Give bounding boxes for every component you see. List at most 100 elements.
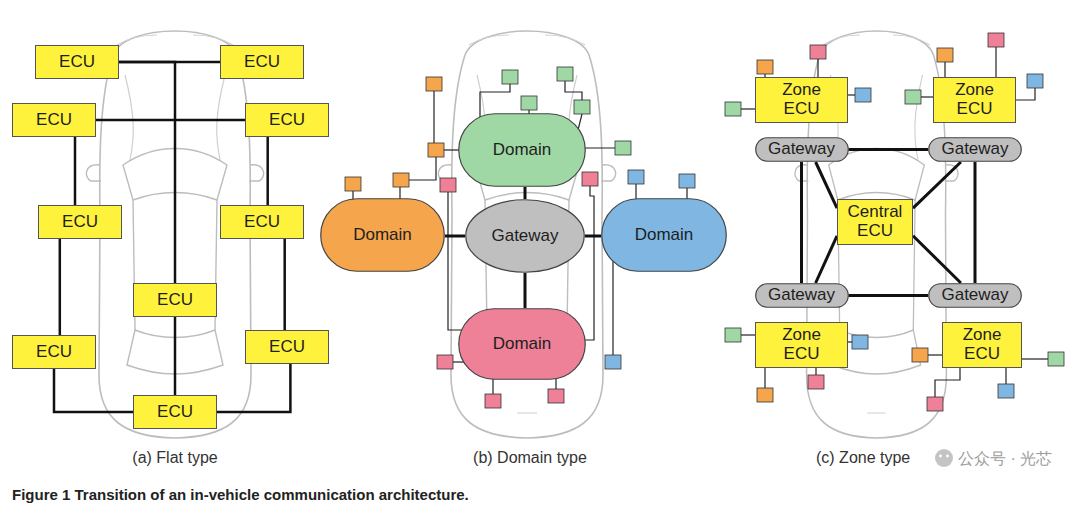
device-square: [548, 389, 564, 403]
device-square: [428, 143, 444, 157]
gateway-ellipse: Gateway: [465, 199, 585, 273]
domain-pill: Domain: [601, 198, 727, 272]
node-label: Zone ECU: [776, 81, 828, 118]
signal-wire: [409, 157, 436, 180]
pill-outline: [459, 114, 586, 187]
node-label: Gateway: [941, 286, 1008, 305]
device-square: [988, 33, 1004, 47]
node-label: ECU: [157, 291, 193, 310]
bus-line: [816, 162, 837, 208]
ecu-box: ECU: [245, 330, 329, 364]
gateway-pill: Gateway: [928, 137, 1022, 162]
text-stack: Gateway: [768, 286, 835, 305]
node-label: Gateway: [941, 140, 1008, 159]
zone-ecu-box: Zone ECU: [755, 322, 848, 368]
pill-outline: [459, 309, 586, 380]
text-stack: ECU: [36, 343, 72, 362]
pill-outline: [321, 199, 445, 272]
node-label: Domain: [353, 226, 412, 245]
node-label: ECU: [62, 213, 98, 232]
node-label: ECU: [36, 343, 72, 362]
text-stack: ECU: [244, 53, 280, 72]
subfigure-label: (b) Domain type: [473, 449, 587, 467]
device-square: [725, 328, 741, 342]
device-square: [615, 141, 631, 155]
text-stack: Central ECU: [844, 203, 906, 240]
bus-line: [816, 236, 837, 283]
node-label: Central ECU: [844, 203, 906, 240]
ecu-box: ECU: [35, 45, 119, 79]
watermark-icon: [935, 449, 953, 467]
text-stack: ECU: [244, 213, 280, 232]
node-label: Domain: [493, 335, 552, 354]
ecu-box: ECU: [12, 335, 96, 369]
device-square: [426, 77, 442, 91]
device-square: [440, 178, 456, 192]
device-square: [927, 397, 943, 411]
signal-wire: [612, 255, 613, 355]
bus-line: [283, 239, 286, 330]
device-square: [557, 67, 573, 81]
figure-caption: Figure 1 Transition of an in-vehicle com…: [12, 486, 469, 503]
node-label: Gateway: [768, 140, 835, 159]
device-square: [855, 88, 871, 102]
signal-wire: [448, 192, 475, 330]
device-square: [393, 173, 409, 187]
text-stack: Domain: [353, 226, 412, 245]
node-label: ECU: [244, 53, 280, 72]
device-square: [605, 355, 621, 369]
device-square: [808, 375, 824, 389]
signal-wire: [433, 91, 434, 143]
ecu-box: ECU: [133, 395, 217, 429]
device-square: [521, 96, 537, 110]
bus-line: [266, 137, 269, 205]
text-stack: ECU: [59, 53, 95, 72]
gateway-pill: Gateway: [755, 283, 849, 308]
device-square: [810, 45, 826, 59]
device-square: [485, 394, 501, 408]
node-label: ECU: [269, 111, 305, 130]
text-stack: Zone ECU: [776, 326, 828, 363]
bus-line: [524, 273, 527, 308]
device-square: [628, 170, 644, 184]
zone-ecu-box: Zone ECU: [933, 77, 1016, 123]
watermark-icon: [939, 455, 942, 458]
ecu-box: ECU: [220, 205, 304, 239]
device-square: [757, 388, 773, 402]
zone-ecu-box: Zone ECU: [942, 322, 1022, 368]
central-ecu-box: Central ECU: [837, 199, 913, 245]
pill-outline: [929, 284, 1022, 308]
node-label: Zone ECU: [776, 326, 828, 363]
bus-line: [585, 235, 601, 238]
device-square: [574, 100, 590, 114]
domain-pill: Domain: [458, 308, 586, 380]
bus-line: [913, 236, 961, 283]
device-square: [998, 384, 1014, 398]
text-stack: Gateway: [941, 286, 1008, 305]
node-label: Domain: [493, 141, 552, 160]
text-stack: Domain: [493, 335, 552, 354]
bus-line: [849, 294, 929, 297]
device-square: [679, 174, 695, 188]
text-stack: ECU: [269, 111, 305, 130]
car-outline: [86, 31, 958, 438]
pill-outline: [755, 138, 848, 162]
device-square: [345, 177, 361, 191]
bus-line: [524, 187, 527, 199]
device-square: [757, 60, 773, 74]
bus-line: [59, 239, 62, 335]
signal-wire: [353, 47, 1048, 397]
zone-ecu-box: Zone ECU: [755, 77, 848, 123]
bus-line: [174, 317, 177, 395]
bus-line: [119, 62, 175, 283]
bus-line: [800, 162, 803, 283]
ecu-box: ECU: [133, 283, 217, 317]
bus-line: [913, 162, 961, 208]
node-label: ECU: [157, 403, 193, 422]
ecu-box: ECU: [245, 103, 329, 137]
device-square: [725, 102, 741, 116]
bus-line: [849, 148, 929, 151]
text-stack: Gateway: [491, 227, 558, 246]
device-square: [1027, 74, 1043, 88]
